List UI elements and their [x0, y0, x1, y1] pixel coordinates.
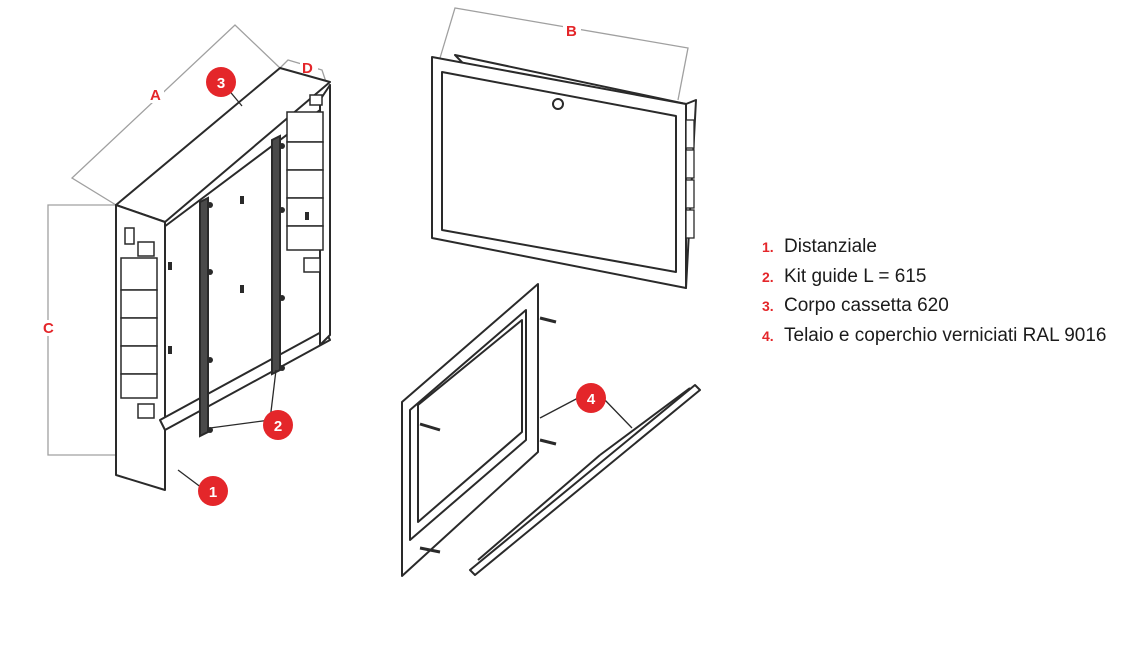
legend-number: 1.	[762, 239, 774, 255]
callout-badge-1: 1	[198, 476, 228, 506]
legend-item: 1. Distanziale	[762, 236, 1106, 266]
dimension-d-label: D	[302, 60, 313, 77]
lock-icon	[552, 98, 564, 110]
dimension-c-label: C	[43, 320, 54, 337]
legend-item: 2. Kit guide L = 615	[762, 266, 1106, 296]
svg-text:1: 1	[209, 484, 217, 501]
legend: 1. Distanziale 2. Kit guide L = 615 3. C…	[762, 236, 1106, 354]
leader-lines	[177, 81, 633, 489]
legend-text: Corpo cassetta 620	[784, 295, 949, 316]
telaio-frame	[401, 283, 539, 577]
callout-badge-2: 2	[263, 410, 293, 440]
legend-text: Kit guide L = 615	[784, 265, 927, 287]
svg-text:4: 4	[587, 391, 596, 408]
callout-badge-4: 4	[576, 383, 606, 413]
legend-text: Distanziale	[784, 236, 877, 257]
legend-item: 3. Corpo cassetta 620	[762, 295, 1106, 325]
assembled-side-knockouts	[685, 119, 695, 239]
back-knockouts	[286, 94, 324, 273]
assembled-frame	[431, 54, 697, 289]
svg-text:2: 2	[274, 418, 282, 435]
legend-number: 3.	[762, 298, 774, 314]
svg-text:3: 3	[217, 75, 225, 92]
legend-item: 4. Telaio e coperchio verniciati RAL 901…	[762, 325, 1106, 355]
dimension-b-label: B	[566, 23, 577, 40]
frame-bolts	[419, 316, 557, 554]
dimension-a-label: A	[150, 87, 161, 104]
legend-number: 2.	[762, 268, 774, 285]
coperchio-cover	[469, 384, 701, 576]
callout-badge-3: 3	[206, 67, 236, 97]
side-knockouts	[120, 227, 158, 419]
legend-text: Telaio e coperchio verniciati RAL 9016	[784, 324, 1107, 346]
legend-number: 4.	[762, 327, 774, 344]
rail-screws	[168, 143, 309, 433]
